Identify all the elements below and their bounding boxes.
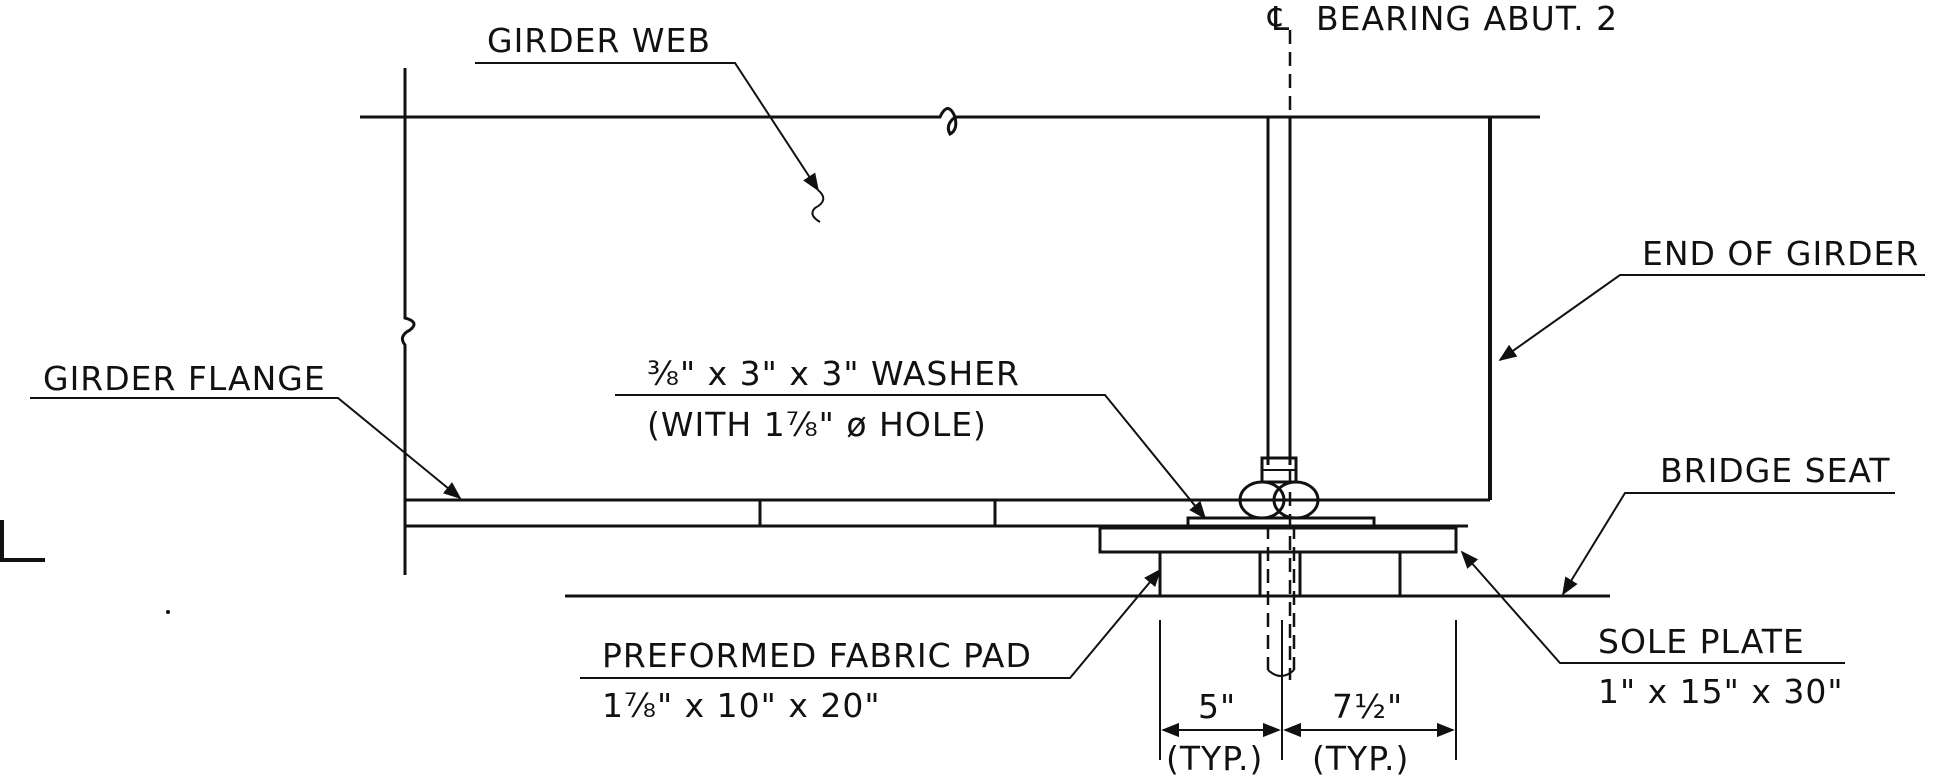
leaders <box>30 62 1925 679</box>
sole-plate-label-line1: SOLE PLATE <box>1598 622 1805 661</box>
girder-web-label: GIRDER WEB <box>487 21 711 60</box>
dimension-lines <box>1159 620 1457 760</box>
girder-web-outline <box>360 68 1540 575</box>
centerline-symbol: ℄ <box>1267 0 1290 38</box>
dimension-right-note: (TYP.) <box>1312 739 1409 778</box>
fabric-pad <box>1158 550 1402 598</box>
sole-plate-label-line2: 1" x 15" x 30" <box>1598 672 1844 711</box>
section-cut-mark <box>0 520 45 562</box>
pad-label-line1: PREFORMED FABRIC PAD <box>602 636 1032 675</box>
dimension-right-value: 7½" <box>1332 687 1403 726</box>
sole-plate <box>1098 526 1458 554</box>
bearing-label: BEARING ABUT. 2 <box>1316 0 1618 38</box>
pad-label-line2: 1⅞" x 10" x 20" <box>602 686 881 725</box>
dimension-left-note: (TYP.) <box>1166 739 1263 778</box>
girder-flange-label: GIRDER FLANGE <box>43 359 326 398</box>
washer-label-line2: (WITH 1⅞" ø HOLE) <box>647 405 987 444</box>
end-of-girder-label: END OF GIRDER <box>1642 234 1919 273</box>
stray-dot <box>166 610 170 614</box>
washer-label-line1: ⅜" x 3" x 3" WASHER <box>647 354 1020 393</box>
anchor-bolt <box>1238 30 1320 680</box>
bridge-seat-label: BRIDGE SEAT <box>1660 451 1891 490</box>
girder-flange <box>405 498 1490 528</box>
dimension-left-value: 5" <box>1198 687 1236 726</box>
